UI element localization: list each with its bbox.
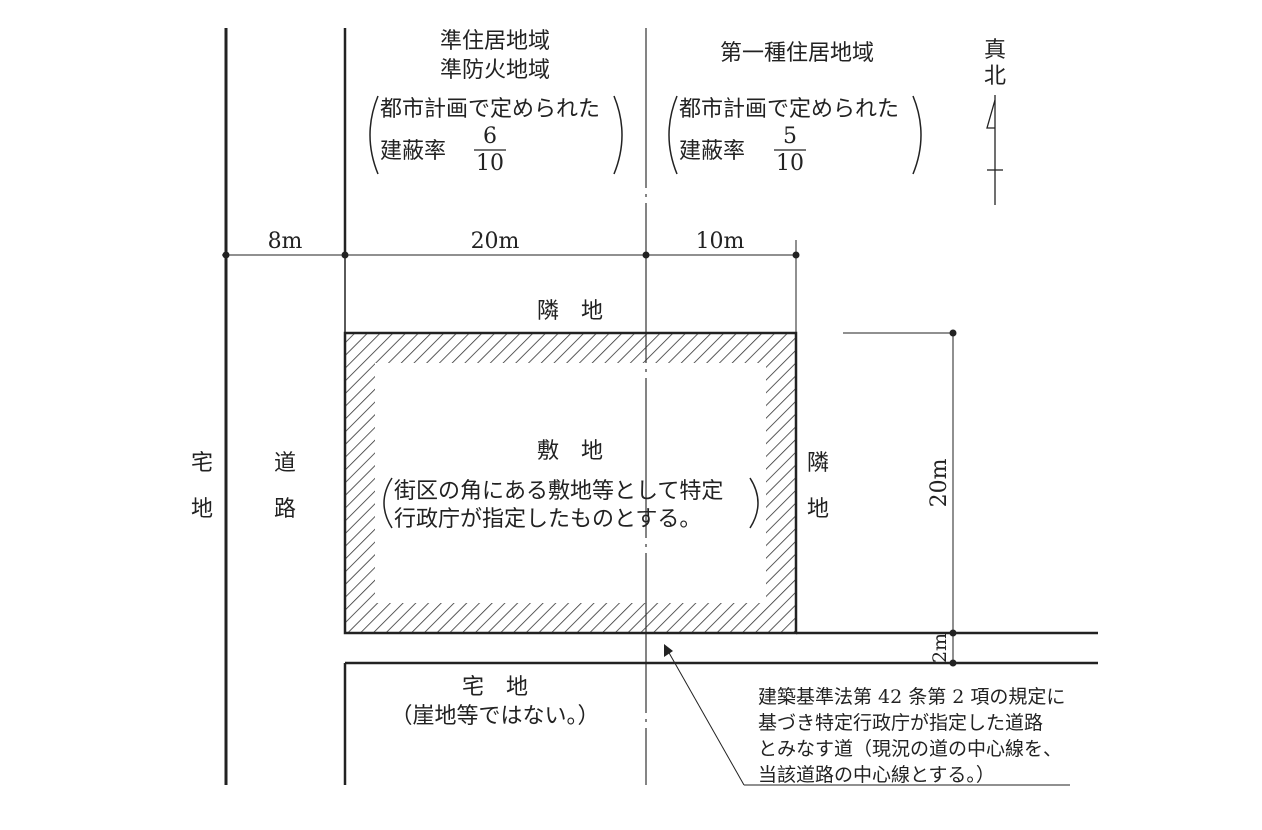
road-note-line-1: 建築基準法第 42 条第 2 項の規定に	[758, 686, 1065, 708]
leader-arrow-icon	[664, 644, 1070, 786]
zone-left-ratio-label: 建蔽率	[380, 139, 446, 164]
dim-dot	[222, 251, 230, 259]
left-lot-label-1: 宅	[191, 451, 213, 476]
north-label-1: 真	[984, 38, 1006, 63]
bottom-lot-label-1: 宅 地	[462, 675, 528, 700]
dim-dot	[949, 659, 957, 667]
paren-close	[912, 95, 922, 175]
zone-left-ratio-denominator: 10	[476, 151, 504, 176]
left-zone-width-dimension: 20m	[471, 229, 520, 254]
zone-right-ratio-denominator: 10	[776, 151, 804, 176]
zone-left-name-1: 準住居地域	[440, 29, 550, 54]
zone-left-name-2: 準防火地域	[440, 58, 550, 83]
dim-dot	[341, 251, 349, 259]
zone-right-ratio-label: 建蔽率	[679, 139, 745, 164]
zone-left-ratio-numerator: 6	[483, 124, 497, 149]
zone-right-plan-text: 都市計画で定められた	[679, 97, 899, 122]
bottom-lot-label-2: （崖地等ではない。）	[390, 704, 599, 729]
road-label-2: 路	[274, 497, 296, 522]
neighbor-right-label-2: 地	[807, 497, 829, 522]
site-boundary	[343, 331, 798, 635]
site-note-line-1: 街区の角にある敷地等として特定	[394, 479, 723, 504]
road-note-line-4: 当該道路の中心線とする。）	[758, 764, 995, 786]
road-width-dimension: 8m	[268, 229, 303, 254]
dim-dot	[949, 629, 957, 637]
paren-open	[668, 95, 678, 175]
north-arrow-icon	[986, 95, 1003, 205]
site-title: 敷 地	[537, 439, 603, 464]
north-label-2: 北	[984, 64, 1006, 89]
zone-right-ratio-numerator: 5	[783, 124, 797, 149]
dim-dot	[642, 251, 650, 259]
neighbor-top-label: 隣 地	[537, 299, 603, 324]
left-lot-label-2: 地	[191, 497, 213, 522]
paren-open	[369, 95, 379, 175]
site-hatch-band	[345, 333, 796, 633]
right-zone-width-dimension: 10m	[696, 229, 745, 254]
road-label-1: 道	[274, 451, 296, 476]
site-note-line-2: 行政庁が指定したものとする。	[394, 507, 701, 532]
paren-open	[383, 477, 393, 529]
site-depth-dimension: 20m	[927, 458, 952, 507]
narrow-road-width-dimension: 2m	[929, 633, 951, 663]
road-note-line-2: 基づき特定行政庁が指定した道路	[758, 712, 1043, 734]
zone-left-plan-text: 都市計画で定められた	[380, 97, 600, 122]
paren-close	[613, 95, 623, 175]
zone-right-name: 第一種住居地域	[720, 41, 874, 66]
dim-dot	[949, 329, 957, 337]
paren-close	[749, 477, 759, 529]
road-note-line-3: とみなす道（現況の道の中心線を、	[758, 738, 1062, 760]
neighbor-right-label-1: 隣	[807, 451, 829, 476]
